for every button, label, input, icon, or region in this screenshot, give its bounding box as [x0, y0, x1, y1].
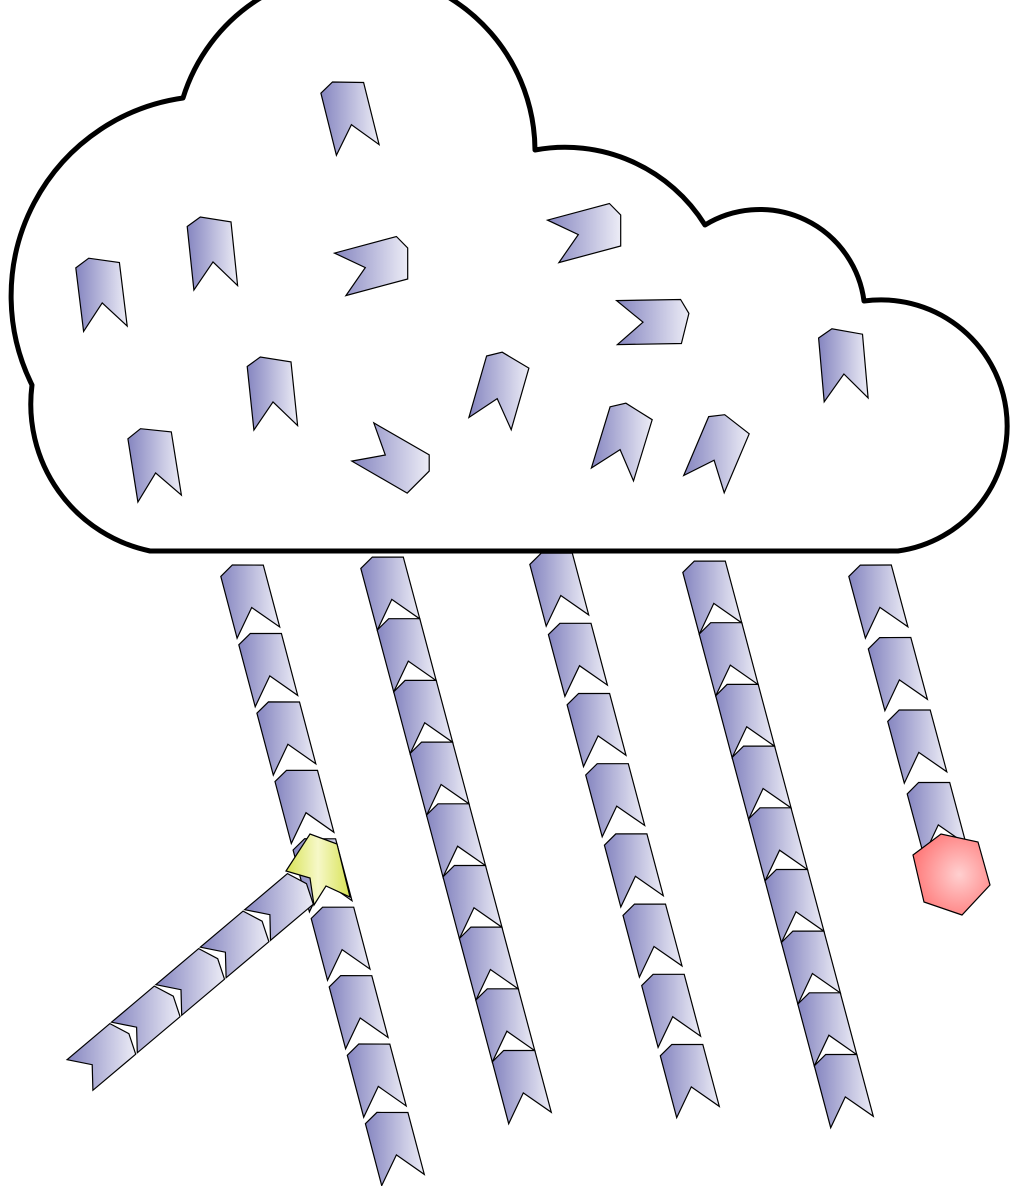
chevron-monomer-icon: [780, 930, 842, 1007]
chevron-monomer-icon: [75, 257, 128, 334]
chevron-monomer-icon: [246, 356, 299, 432]
chevron-monomer-icon: [360, 556, 421, 632]
chevron-monomer-icon: [867, 636, 929, 713]
chevron-monomer-icon: [198, 910, 270, 980]
chevron-monomer-icon: [614, 298, 690, 346]
chevron-monomer-icon: [127, 428, 183, 504]
chevron-monomer-icon: [491, 1049, 553, 1126]
filament-3: [529, 552, 721, 1120]
chevron-monomer-icon: [715, 683, 776, 760]
chevron-monomer-icon: [848, 564, 909, 640]
chevron-monomer-icon: [585, 763, 646, 839]
chevron-monomer-icon: [475, 988, 536, 1064]
chevron-monomer-icon: [256, 701, 317, 777]
chevron-monomer-icon: [65, 1022, 137, 1092]
chevron-monomer-icon: [409, 741, 471, 818]
chevron-monomer-icon: [545, 202, 622, 264]
chevron-monomer-icon: [274, 769, 335, 846]
chevron-monomer-icon: [320, 81, 381, 158]
hexagon-cap-icon: [912, 833, 991, 916]
chevron-monomer-icon: [887, 709, 948, 785]
filament-4: [682, 560, 875, 1130]
chevron-monomer-icon: [154, 947, 226, 1017]
chevron-monomer-icon: [529, 552, 590, 628]
chevron-monomer-icon: [641, 973, 702, 1050]
chevron-monomer-icon: [376, 618, 438, 694]
chevron-monomer-icon: [350, 421, 430, 494]
chevron-monomer-icon: [682, 414, 750, 495]
chevron-monomer-icon: [590, 402, 653, 483]
filament-5: [848, 564, 968, 858]
chevron-monomer-icon: [797, 992, 858, 1068]
chevron-monomer-icon: [603, 833, 665, 909]
cloud-monomers: [75, 81, 869, 504]
chevron-monomer-icon: [310, 906, 371, 983]
chevron-monomer-icon: [238, 632, 299, 709]
chevron-monomer-icon: [364, 1111, 426, 1186]
chevron-monomer-icon: [243, 872, 314, 942]
filament-1: [220, 564, 426, 1186]
chevron-monomer-icon: [332, 235, 409, 297]
filaments: [65, 552, 968, 1186]
chevron-monomer-icon: [813, 1053, 875, 1130]
chevron-monomer-icon: [186, 216, 239, 292]
filament-branch: [65, 872, 314, 1092]
chevron-monomer-icon: [622, 903, 684, 979]
chevron-monomer-icon: [682, 560, 743, 636]
chevron-monomer-icon: [747, 807, 809, 883]
chevron-monomer-icon: [110, 985, 181, 1055]
chevron-monomer-icon: [346, 1043, 408, 1119]
chevron-monomer-icon: [764, 868, 826, 945]
chevron-monomer-icon: [328, 974, 390, 1051]
chevron-monomer-icon: [659, 1043, 721, 1120]
chevron-monomer-icon: [393, 679, 454, 756]
chevron-monomer-icon: [467, 351, 530, 432]
branch-junction-icon: [285, 833, 351, 907]
chevron-monomer-icon: [425, 803, 487, 879]
chevron-monomer-icon: [698, 622, 760, 698]
chevron-monomer-icon: [458, 926, 520, 1003]
chevron-monomer-icon: [220, 564, 281, 640]
chevron-monomer-icon: [442, 864, 504, 941]
chevron-monomer-icon: [566, 692, 627, 769]
filament-2: [360, 556, 553, 1126]
chevron-monomer-icon: [547, 622, 609, 699]
chevron-monomer-icon: [817, 328, 869, 404]
chevron-monomer-icon: [731, 745, 793, 822]
